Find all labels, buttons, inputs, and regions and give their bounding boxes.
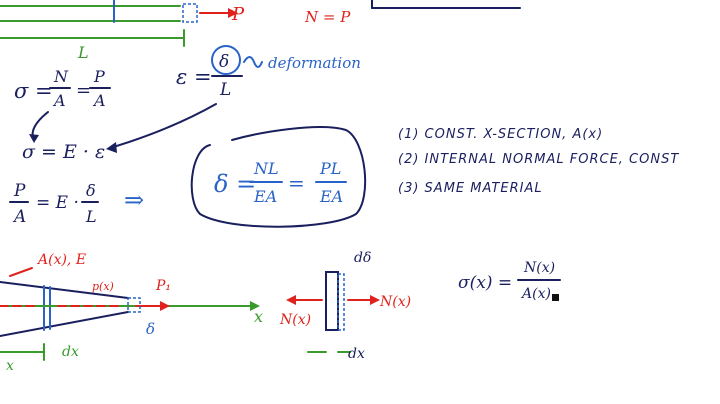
- element-N-right: N(x): [379, 294, 411, 310]
- element-block: [325, 271, 339, 331]
- condition-1: (1) CONST. X-SECTION, A(x): [398, 127, 603, 142]
- hooke-law: σ = E · ε: [22, 103, 217, 163]
- deformation-label: deformation: [268, 54, 361, 72]
- combined-equation: P A = E · δ L ⇒: [9, 181, 144, 227]
- px-label: p(x): [92, 280, 114, 293]
- conditions-list: (1) CONST. X-SECTION, A(x) (2) INTERNAL …: [398, 127, 679, 196]
- sigma-numerator: N(x): [523, 260, 555, 276]
- dx-dim-label: dx: [62, 344, 79, 360]
- combo-L: L: [85, 207, 97, 226]
- stress-lhs: σ =: [14, 79, 53, 103]
- boxed-result: δ = NL EA = PL EA: [190, 126, 367, 228]
- x-dim-label: x: [6, 358, 14, 374]
- sigma-denominator: A(x): [520, 286, 551, 302]
- element-ds: dδ: [354, 250, 371, 266]
- load-label: P: [231, 4, 245, 25]
- boxed-NL: NL: [253, 159, 279, 178]
- area-label: A(x), E: [36, 252, 86, 268]
- area-pointer: [9, 267, 33, 277]
- taper-bottom-edge: [0, 311, 129, 337]
- combo-delta: δ: [86, 181, 96, 200]
- differential-element: N(x) N(x) dδ dx: [279, 250, 411, 362]
- x-axis-label: x: [254, 307, 263, 326]
- arrow-from-strain: [109, 103, 217, 149]
- hooke-equation: σ = E · ε: [22, 141, 105, 163]
- load-arrowhead: [228, 8, 238, 18]
- bar-elongation-box: [182, 3, 198, 23]
- arrowhead-from-strain: [106, 142, 117, 153]
- taper-top-edge: [0, 281, 129, 299]
- boxed-eq: =: [288, 171, 305, 195]
- strain-lhs: ε =: [176, 65, 212, 89]
- stress-eq2: =: [76, 80, 91, 101]
- result-loop: [190, 126, 367, 228]
- element-left-arrowhead: [286, 295, 296, 305]
- arrowhead-from-stress: [29, 134, 39, 143]
- element-dx: dx: [348, 346, 365, 362]
- stress-N: N: [53, 67, 69, 86]
- stress-definition: σ = N A = P A: [14, 67, 111, 110]
- boxed-PL: PL: [319, 159, 341, 178]
- boxed-EA: EA: [253, 187, 277, 206]
- implies-arrow: ⇒: [124, 186, 144, 214]
- strain-definition: ε = δ L deformation: [176, 45, 361, 100]
- internal-force-eq: N = P: [304, 8, 351, 26]
- combo-P: P: [13, 181, 26, 201]
- stress-function: σ(x) = N(x) A(x): [458, 260, 561, 302]
- sigma-lhs: σ(x) =: [458, 273, 512, 293]
- length-label: L: [77, 43, 89, 62]
- combo-A: A: [12, 207, 26, 227]
- combo-mid: = E ·: [36, 193, 79, 213]
- deformation-squiggle: [243, 56, 263, 68]
- p1-label: P₁: [155, 278, 171, 294]
- element-N-left: N(x): [279, 312, 311, 328]
- tapered-bar-diagram: x P₁ p(x) δ A(x), E x dx: [0, 252, 263, 374]
- top-bar-diagram: P L N = P: [0, 0, 521, 62]
- element-elongation: [337, 273, 345, 331]
- delta-circle: [211, 45, 241, 75]
- stress-A2: A: [92, 91, 106, 110]
- cursor-square: [552, 294, 559, 301]
- stress-P: P: [93, 67, 105, 86]
- x-axis-arrowhead: [250, 301, 260, 311]
- element-right-arrowhead: [370, 295, 380, 305]
- stress-A: A: [52, 91, 66, 110]
- tip-elongation-box: [127, 297, 141, 313]
- strain-L: L: [219, 80, 231, 100]
- p1-arrowhead: [160, 301, 170, 311]
- delta-label: δ: [146, 320, 155, 338]
- boxed-EA2: EA: [319, 187, 343, 206]
- condition-2: (2) INTERNAL NORMAL FORCE, CONST: [398, 152, 679, 167]
- boxed-delta: δ =: [214, 170, 256, 198]
- strain-delta: δ: [219, 52, 229, 72]
- condition-3: (3) SAME MATERIAL: [398, 181, 543, 196]
